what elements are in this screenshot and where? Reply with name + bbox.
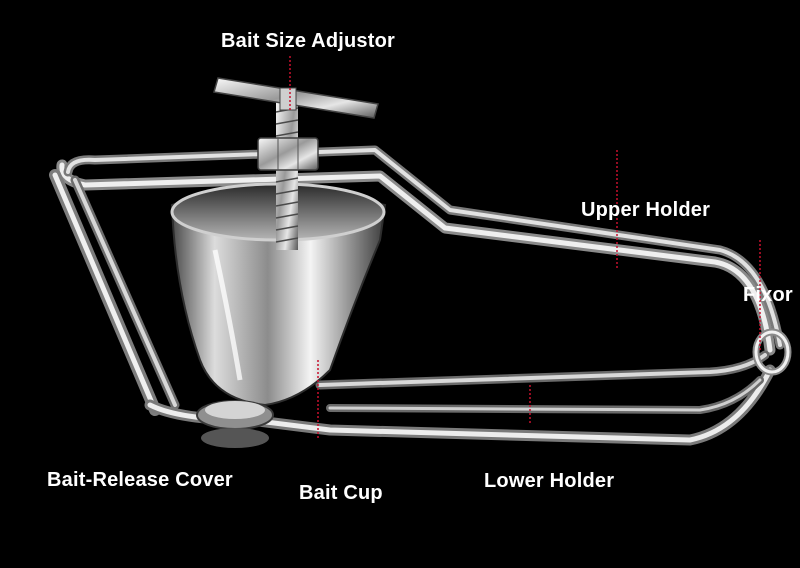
lower-holder-wire	[144, 350, 776, 446]
label-bait-size-adjustor: Bait Size Adjustor	[221, 30, 395, 52]
leader-lines	[289, 56, 761, 440]
label-fixor: Fixor	[743, 284, 793, 306]
adjustor-rod	[275, 100, 299, 250]
adjustor-t-handle	[213, 77, 379, 119]
bait-release-cover-shape	[196, 400, 274, 448]
label-bait-cup: Bait Cup	[299, 482, 383, 504]
fixor-loop	[752, 328, 792, 376]
left-frame-struts	[49, 169, 180, 416]
adjustor-nut	[257, 137, 319, 171]
label-upper-holder: Upper Holder	[581, 199, 711, 221]
label-lower-holder: Lower Holder	[484, 470, 615, 492]
upper-holder-wire	[56, 145, 785, 356]
label-bait-release-cover: Bait-Release Cover	[47, 469, 233, 491]
